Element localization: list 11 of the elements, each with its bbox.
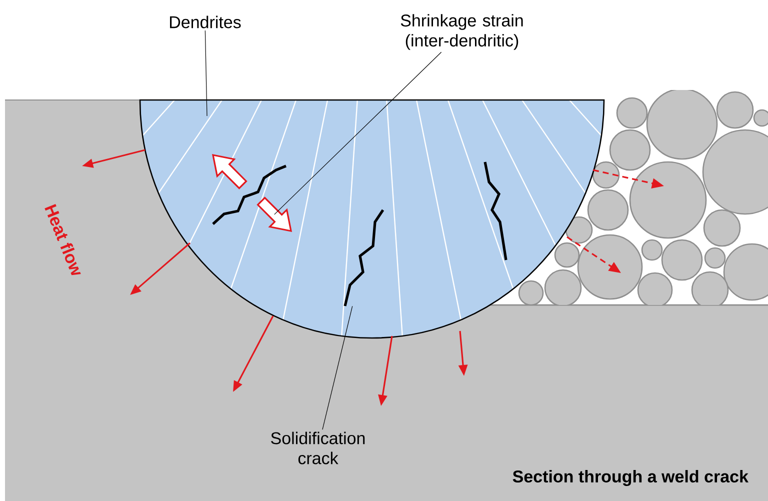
callout-label: Solidification crack [271, 432, 365, 464]
crack [212, 164, 286, 225]
leader-line [322, 306, 353, 430]
caption: Section through a weld crack [512, 470, 748, 486]
heat-flow-label: Heat flow [44, 204, 81, 276]
crack [484, 162, 508, 260]
callout-label: Shrinkage strain (inter-dendritic) [400, 14, 523, 50]
leader-line [204, 30, 208, 116]
crack [344, 209, 384, 306]
leader-line [274, 52, 442, 215]
callout-label: Dendrites [170, 16, 241, 28]
